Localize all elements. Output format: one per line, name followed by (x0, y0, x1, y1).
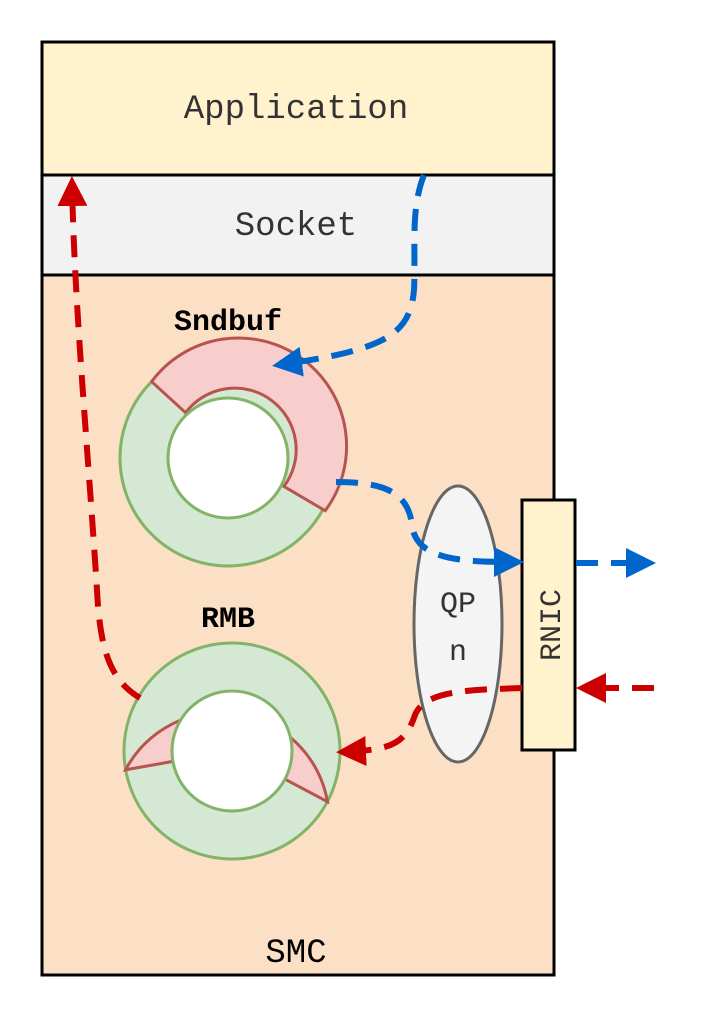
rnic-label: RNIC (536, 589, 570, 661)
application-label: Application (184, 91, 408, 129)
socket-label: Socket (235, 208, 357, 246)
send-flow-app-to-sndbuf (272, 173, 427, 377)
sndbuf-label: Sndbuf (174, 306, 282, 340)
receive-flow-rmb-to-app (57, 176, 142, 701)
send-flow-sndbuf-to-rnic (335, 479, 524, 577)
rnic (520, 498, 577, 752)
socket-layer (40, 173, 556, 277)
sndbuf-ring-buffer (118, 336, 349, 568)
application-layer (40, 40, 556, 177)
smc-label: SMC (265, 935, 326, 973)
qp-label-line2: n (449, 636, 467, 670)
queue-pair (412, 484, 504, 764)
receive-flow-rnic-to-rmb (336, 685, 523, 766)
qp-label-line1: QP (440, 588, 476, 622)
rmb-label: RMB (201, 603, 255, 637)
rmb-ring-buffer (122, 641, 342, 861)
sndbuf-used-segment (149, 336, 349, 513)
